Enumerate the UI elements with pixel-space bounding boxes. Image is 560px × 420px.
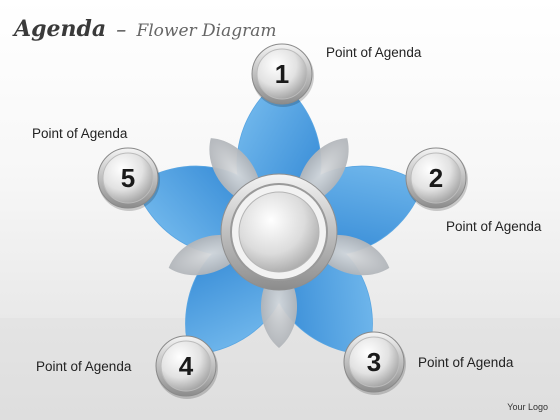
node-5: 5 [97,147,160,211]
title-subtitle: Flower Diagram [136,21,277,41]
node-5-number: 5 [121,163,135,193]
node-4: 4 [155,335,218,399]
node-2-number: 2 [429,163,443,193]
node-circles: 1 2 3 4 5 [97,43,468,399]
node-1-number: 1 [275,59,289,89]
node-2-label: Point of Agenda [446,219,542,234]
page-title: Agenda – Flower Diagram [14,6,277,44]
node-4-number: 4 [179,351,194,381]
node-1: 1 [251,43,314,107]
footer-logo: Your Logo [507,402,548,412]
node-2: 2 [405,147,468,211]
node-3-label: Point of Agenda [418,355,514,370]
node-1-label: Point of Agenda [326,45,422,60]
node-3: 3 [343,331,406,395]
node-5-label: Point of Agenda [32,126,128,141]
center-hub [220,173,338,291]
node-4-label: Point of Agenda [36,359,132,374]
node-3-number: 3 [367,347,381,377]
title-separator: – [116,17,127,41]
title-main: Agenda [14,16,107,42]
